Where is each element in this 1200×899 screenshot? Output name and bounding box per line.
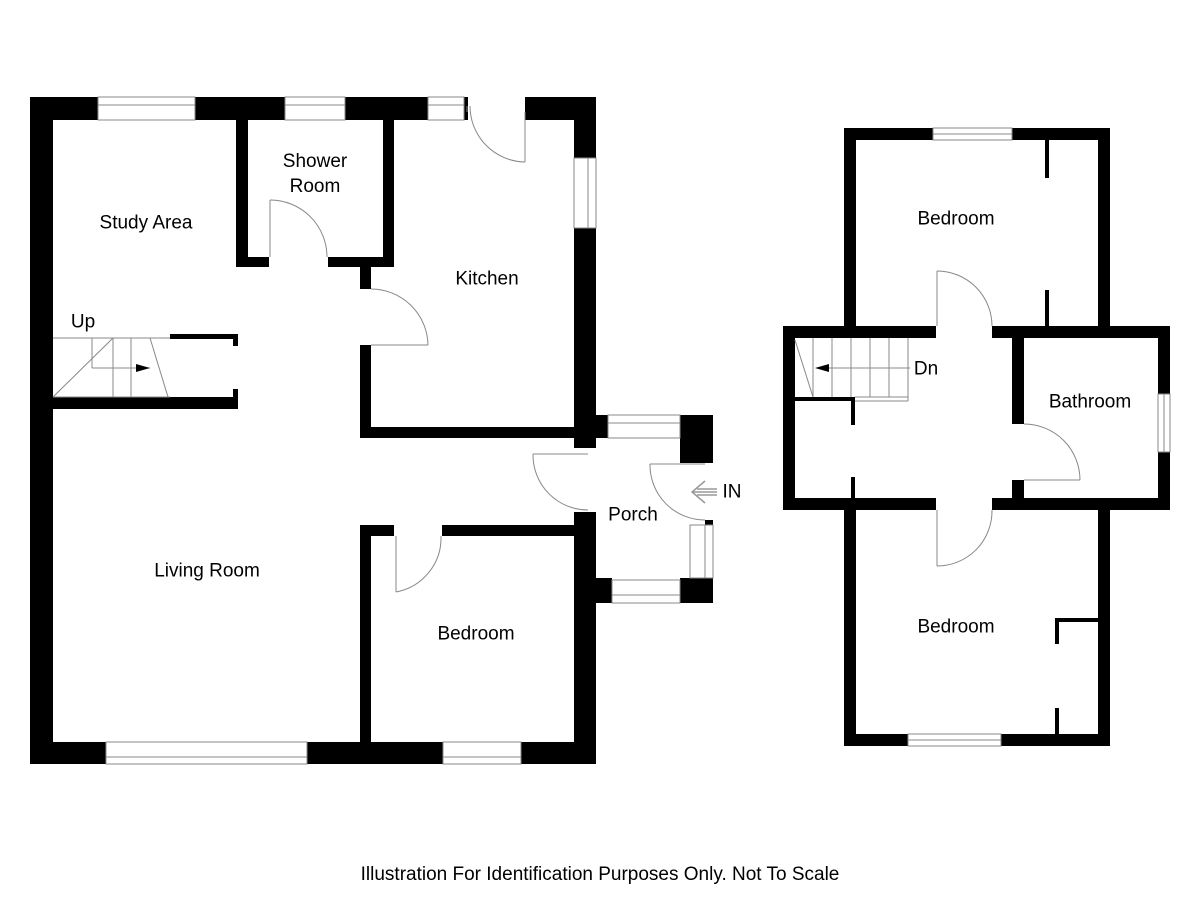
room-label-living-room: Living Room <box>154 560 260 582</box>
room-label-bedroom-ground: Bedroom <box>437 623 515 645</box>
stairs-up-label: Up <box>70 311 96 333</box>
room-label-porch: Porch <box>608 504 658 526</box>
stairs-down-label: Dn <box>913 358 939 380</box>
room-label-bedroom-upper-bottom: Bedroom <box>917 616 995 638</box>
room-label-study-area: Study Area <box>99 212 193 234</box>
room-label-bedroom-upper-top: Bedroom <box>917 208 995 230</box>
entrance-label: IN <box>722 481 742 503</box>
ground-floor-doors <box>269 105 706 593</box>
entrance-arrow-icon <box>690 480 717 504</box>
room-label-bathroom: Bathroom <box>1048 391 1132 413</box>
first-floor-doors <box>936 270 1081 567</box>
first-floor-stairs <box>794 338 910 402</box>
ground-floor-walls <box>30 97 713 764</box>
stairs-down-arrow-icon <box>815 364 829 372</box>
first-floor-windows <box>907 127 1171 747</box>
disclaimer-caption: Illustration For Identification Purposes… <box>360 864 840 885</box>
ground-floor-stairs <box>52 337 170 398</box>
ground-floor-windows <box>97 96 714 765</box>
first-floor-walls <box>783 128 1170 746</box>
room-label-kitchen: Kitchen <box>455 268 519 290</box>
room-label-shower-room: Shower Room <box>282 151 348 197</box>
stairs-up-arrow-icon <box>136 364 150 372</box>
